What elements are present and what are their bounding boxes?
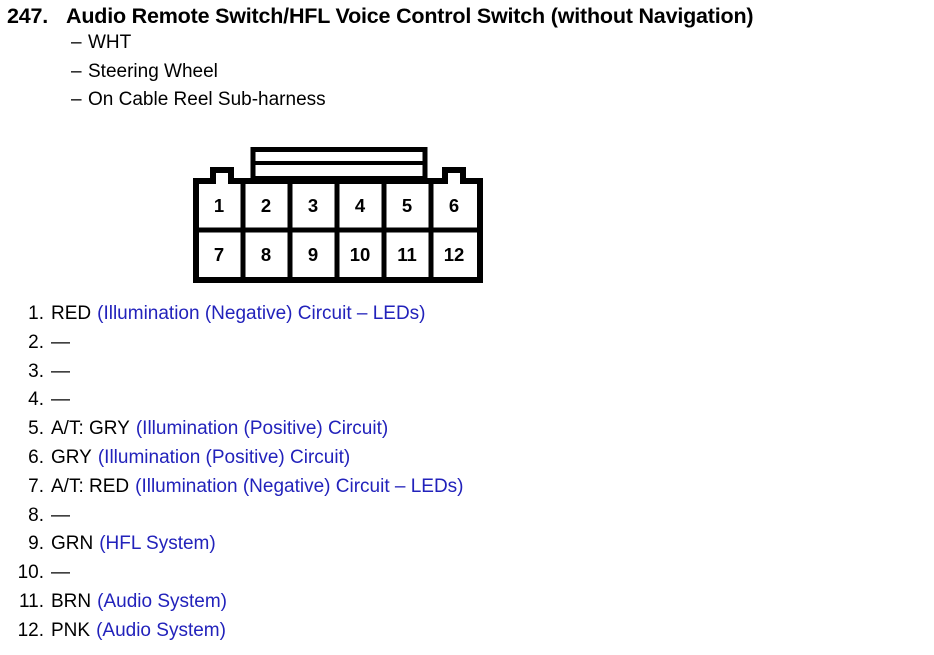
pin-index: 4.: [28, 389, 44, 411]
pin-wire-color: GRY: [51, 446, 92, 468]
pin-number-6: 6: [449, 195, 459, 216]
pin-wire-color: —: [51, 562, 70, 584]
pin-number-11: 11: [397, 244, 417, 265]
sub-item-wire-color: – WHT: [0, 29, 934, 58]
header-sub-list: – WHT – Steering Wheel – On Cable Reel S…: [0, 29, 934, 115]
list-item: 2. —: [0, 332, 934, 361]
pin-circuit-description: (Audio System): [97, 590, 227, 612]
pin-circuit-description: (Illumination (Negative) Circuit – LEDs): [97, 303, 426, 324]
pin-wire-color: PNK: [51, 619, 91, 641]
pin-number-7: 7: [214, 244, 224, 265]
list-item: 6. GRY (Illumination (Positive) Circuit): [0, 447, 934, 476]
pin-wire-color: A/T: GRY: [51, 418, 130, 440]
pin-column-dividers: [240, 181, 434, 280]
bullet-dash-icon: –: [71, 60, 82, 82]
pin-circuit-description: (Illumination (Positive) Circuit): [135, 418, 389, 440]
pin-index: 12.: [17, 619, 44, 641]
section-header: 247. Audio Remote Switch/HFL Voice Contr…: [0, 4, 934, 115]
pin-number-8: 8: [261, 244, 271, 265]
pin-assignment-list: 1. RED (Illumination (Negative) Circuit …: [0, 303, 934, 649]
pin-number-4: 4: [355, 195, 366, 216]
pin-wire-color: BRN: [51, 590, 92, 612]
bullet-dash-icon: –: [71, 32, 82, 53]
sub-item-label: On Cable Reel Sub-harness: [88, 89, 326, 110]
pin-index: 1.: [28, 303, 44, 324]
pin-index: 6.: [28, 446, 44, 468]
pin-wire-color: RED: [51, 303, 92, 324]
pin-index: 3.: [28, 360, 44, 382]
pin-circuit-description: (HFL System): [99, 533, 216, 555]
pin-number-5: 5: [402, 195, 412, 216]
pin-index: 5.: [28, 418, 44, 440]
sub-item-label: Steering Wheel: [88, 60, 218, 82]
pin-wire-color: A/T: RED: [51, 475, 130, 497]
sub-item-label: WHT: [88, 32, 132, 53]
pin-index: 8.: [28, 504, 44, 526]
sub-item-location: – Steering Wheel: [0, 58, 934, 87]
pin-number-10: 10: [350, 244, 371, 265]
list-item: 7. A/T: RED (Illumination (Negative) Cir…: [0, 476, 934, 505]
list-item: 11. BRN (Audio System): [0, 591, 934, 620]
pin-index: 7.: [28, 475, 44, 497]
section-title-text: Audio Remote Switch/HFL Voice Control Sw…: [66, 4, 754, 28]
pin-number-1: 1: [214, 195, 224, 216]
pin-wire-color: —: [51, 360, 70, 382]
pin-index: 2.: [28, 331, 44, 353]
pin-number-3: 3: [308, 195, 318, 216]
list-item: 5. A/T: GRY (Illumination (Positive) Cir…: [0, 418, 934, 447]
list-item: 12. PNK (Audio System): [0, 620, 934, 649]
list-item: 10. —: [0, 562, 934, 591]
section-number: 247.: [7, 4, 49, 28]
pin-index: 11.: [18, 590, 44, 612]
page-title: 247. Audio Remote Switch/HFL Voice Contr…: [0, 4, 934, 29]
pin-wire-color: —: [51, 331, 70, 353]
pin-number-2: 2: [261, 195, 271, 216]
pin-number-12: 12: [444, 244, 465, 265]
pin-circuit-description: (Illumination (Negative) Circuit – LEDs): [135, 475, 464, 497]
list-item: 4. —: [0, 389, 934, 418]
list-item: 1. RED (Illumination (Negative) Circuit …: [0, 303, 934, 332]
pin-number-9: 9: [308, 244, 318, 265]
connector-diagram: 1 2 3 4 5 6 7 8 9 10 11 12: [193, 146, 483, 286]
pin-circuit-description: (Illumination (Positive) Circuit): [97, 446, 351, 468]
pin-index: 9.: [28, 533, 44, 555]
pin-wire-color: —: [51, 389, 70, 411]
list-item: 3. —: [0, 361, 934, 390]
pin-circuit-description: (Audio System): [96, 619, 226, 641]
list-item: 8. —: [0, 505, 934, 534]
list-item: 9. GRN (HFL System): [0, 533, 934, 562]
bullet-dash-icon: –: [71, 89, 82, 110]
pin-wire-color: —: [51, 504, 70, 526]
sub-item-harness: – On Cable Reel Sub-harness: [0, 86, 934, 115]
connector-locking-tab: [250, 147, 428, 181]
pin-wire-color: GRN: [51, 533, 94, 555]
pin-index: 10.: [17, 562, 44, 584]
